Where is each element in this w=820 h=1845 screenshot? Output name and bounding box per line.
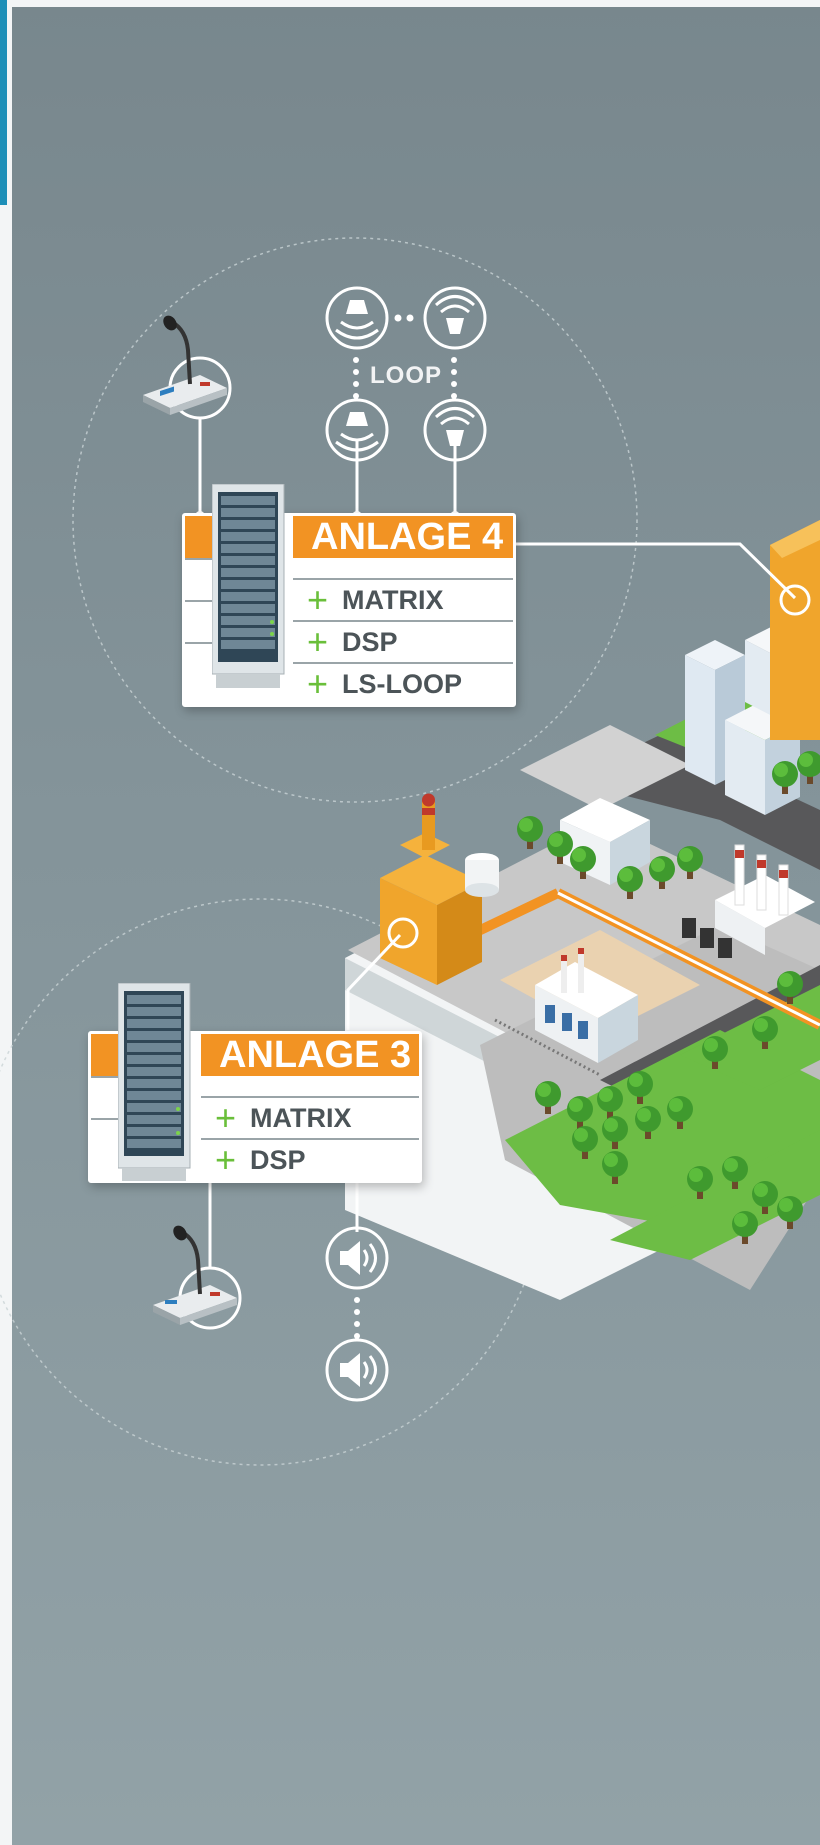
plus-icon: + (215, 1139, 237, 1180)
microphone-desk-icon (143, 315, 232, 420)
feature-row: + MATRIX (201, 1096, 419, 1138)
city-island (345, 520, 820, 1300)
plus-icon: + (307, 621, 329, 662)
feature-label: MATRIX (342, 584, 444, 615)
feature-list: + MATRIX + DSP (201, 1096, 419, 1180)
ceiling-speaker-icon (325, 286, 389, 350)
plus-icon: + (307, 579, 329, 620)
horn-speaker-icon (423, 398, 487, 462)
ceiling-speaker-icon (325, 398, 389, 462)
feature-row: + DSP (293, 620, 513, 662)
feature-label: LS-LOOP (342, 668, 463, 699)
feature-label: DSP (342, 626, 398, 657)
plus-icon: + (215, 1097, 237, 1138)
left-rail (0, 0, 12, 1845)
rail-accent (0, 0, 7, 205)
loop-label: LOOP (370, 362, 443, 389)
wall-speaker-icon (325, 1226, 389, 1290)
microphone-desk-icon (153, 1225, 242, 1330)
building-node-anlage-4 (779, 584, 811, 616)
system-title: ANLAGE 4 (293, 516, 513, 558)
wall-speaker-icon (325, 1338, 389, 1402)
server-rack-icon (118, 983, 191, 1181)
horn-speaker-icon (423, 286, 487, 350)
plus-icon: + (307, 663, 329, 704)
coverage-circle-anlage-4 (72, 237, 638, 803)
feature-row: + LS-LOOP (293, 662, 513, 704)
server-rack-icon (212, 484, 285, 688)
system-title: ANLAGE 3 (201, 1034, 419, 1076)
top-border (0, 0, 820, 7)
card-left-strip (185, 516, 213, 704)
feature-list: + MATRIX + DSP + LS-LOOP (293, 578, 513, 704)
feature-row: + MATRIX (293, 578, 513, 620)
card-left-strip (91, 1034, 119, 1180)
feature-label: MATRIX (250, 1102, 352, 1133)
building-node-anlage-3 (387, 917, 419, 949)
feature-label: DSP (250, 1144, 306, 1175)
connection-lines (198, 418, 797, 1268)
feature-row: + DSP (201, 1138, 419, 1180)
